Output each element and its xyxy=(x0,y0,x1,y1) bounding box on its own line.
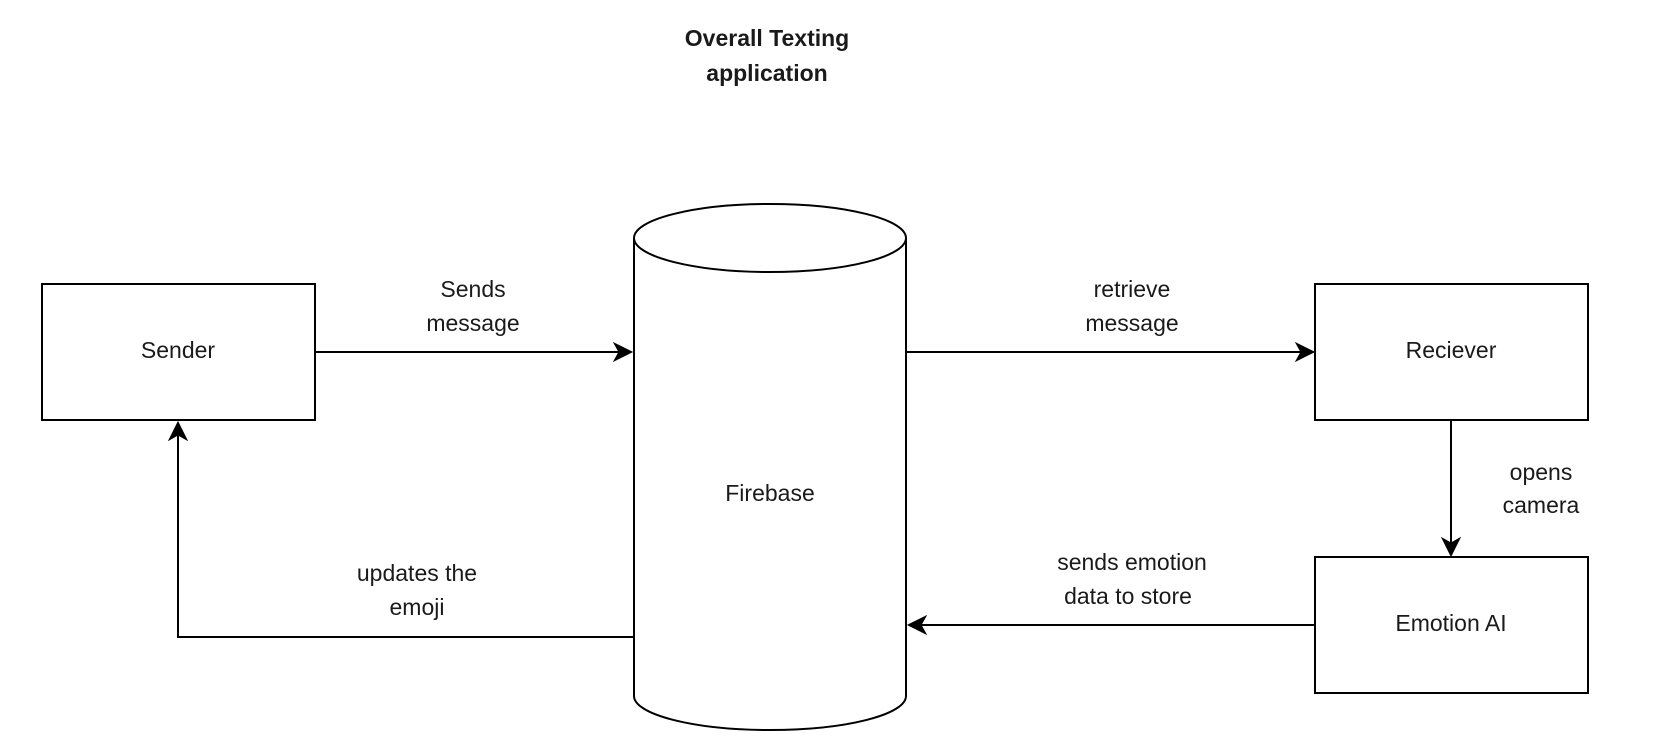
arrow-left-icon xyxy=(906,614,928,636)
firebase-node[interactable]: Firebase xyxy=(633,203,907,731)
firebase-cylinder-body xyxy=(633,238,907,731)
arrow-right-icon xyxy=(1294,341,1316,363)
edge-sends-message: Sends message xyxy=(315,276,634,363)
edge-sends-emotion-data-label-1: sends emotion xyxy=(1057,549,1207,575)
firebase-label: Firebase xyxy=(725,480,814,506)
edge-retrieve-message-label-1: retrieve xyxy=(1094,276,1171,302)
sender-label: Sender xyxy=(141,337,216,363)
edge-retrieve-message: retrieve message xyxy=(906,276,1316,363)
sender-box xyxy=(41,283,316,421)
edge-retrieve-message-label-2: message xyxy=(1085,310,1178,336)
edge-updates-emoji: updates the emoji xyxy=(167,420,634,638)
edge-opens-camera-label-1: opens xyxy=(1510,459,1573,485)
emotion-ai-box xyxy=(1314,556,1589,694)
edge-updates-emoji-line xyxy=(177,434,634,638)
arrow-up-icon xyxy=(167,420,189,442)
edge-opens-camera: opens camera xyxy=(1440,420,1580,558)
diagram-title: Overall Texting application xyxy=(685,25,849,86)
diagram-title-line-1: Overall Texting xyxy=(685,25,849,51)
edge-opens-camera-label-2: camera xyxy=(1503,492,1580,518)
edge-sends-message-label-1: Sends xyxy=(440,276,505,302)
emotion-ai-label: Emotion AI xyxy=(1395,610,1506,636)
emotion-ai-node[interactable]: Emotion AI xyxy=(1314,556,1589,694)
edge-updates-emoji-label-2: emoji xyxy=(390,594,445,620)
receiver-label: Reciever xyxy=(1406,337,1497,363)
arrow-down-icon xyxy=(1440,536,1462,558)
edge-sends-emotion-data: sends emotion data to store xyxy=(906,549,1315,636)
receiver-node[interactable]: Reciever xyxy=(1314,283,1589,421)
sender-node[interactable]: Sender xyxy=(41,283,316,421)
arrow-right-icon xyxy=(612,341,634,363)
edge-sends-emotion-data-label-2: data to store xyxy=(1064,583,1192,609)
edge-updates-emoji-label-1: updates the xyxy=(357,560,477,586)
diagram-title-line-2: application xyxy=(706,60,827,86)
firebase-cylinder-top xyxy=(633,203,907,273)
edge-sends-message-label-2: message xyxy=(426,310,519,336)
